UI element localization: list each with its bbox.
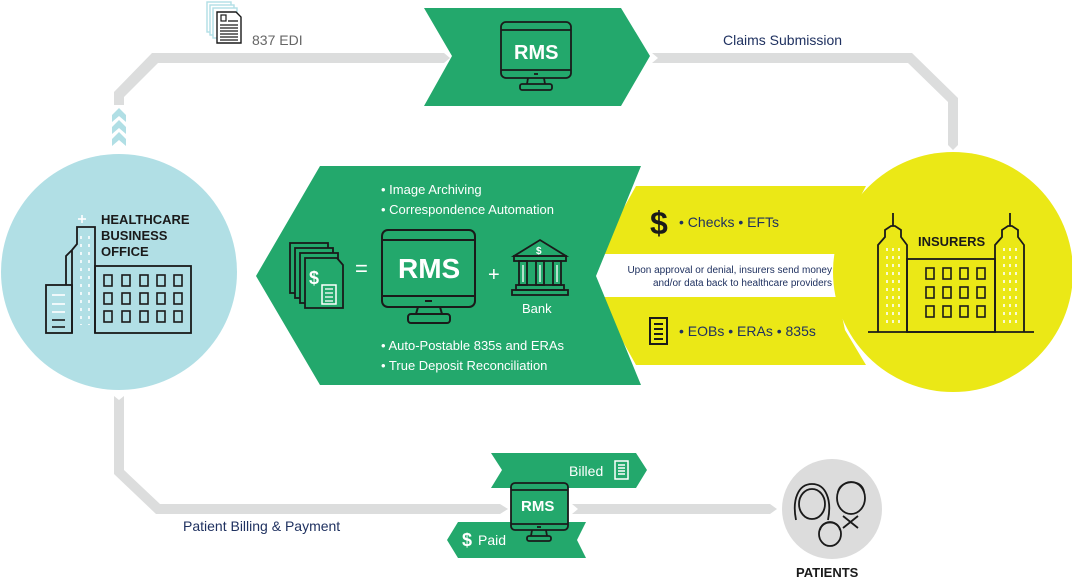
- healthcare-label: HEALTHCARE BUSINESS OFFICE: [101, 212, 190, 260]
- billing-hub: [447, 453, 647, 558]
- family-icon: [793, 481, 866, 547]
- paid-arrow[interactable]: [447, 522, 586, 558]
- billed-label[interactable]: Billed: [569, 463, 604, 479]
- insurers-label: INSURERS: [918, 234, 986, 249]
- flow-paths: [114, 53, 958, 514]
- paid-dollar-icon: $: [462, 530, 473, 550]
- return-note-line: Upon approval or denial, insurers send m…: [627, 265, 832, 276]
- monitor-icon: [500, 21, 572, 91]
- bank-dollar: $: [536, 246, 542, 257]
- bullet-auto-postable: • Auto-Postable 835s and ERAs: [381, 338, 565, 353]
- windows: [103, 274, 183, 323]
- money-band-text: • Checks • EFTs: [679, 214, 780, 230]
- billed-document-icon: [614, 460, 629, 480]
- healthcare-label-line: OFFICE: [101, 244, 149, 259]
- chevron-up-icon: [112, 132, 126, 146]
- doc-dollar: $: [309, 268, 319, 288]
- document-icon: [649, 317, 668, 345]
- center-rms-chevron: $ $: [256, 166, 641, 385]
- dollar-icon: $: [650, 205, 668, 241]
- hospital-building-icon: [45, 215, 192, 334]
- patients-node[interactable]: [782, 459, 882, 559]
- data-band-text: • EOBs • ERAs • 835s: [679, 323, 816, 339]
- insurers-node[interactable]: [833, 152, 1072, 392]
- insurer-building-icon: [868, 213, 1034, 333]
- monitor-icon: [510, 482, 569, 542]
- healthcare-label-line: HEALTHCARE: [101, 212, 190, 227]
- path-top-right: [652, 53, 958, 150]
- return-bands: $: [598, 186, 866, 365]
- path-top-mid-arrow-left: [430, 53, 450, 63]
- chevron-up-icon: [112, 108, 126, 122]
- return-note-line: and/or data back to healthcare providers: [653, 278, 832, 289]
- bullet-correspondence-automation: • Correspondence Automation: [381, 202, 554, 217]
- center-rms-label: RMS: [398, 253, 461, 284]
- healthcare-node[interactable]: [1, 154, 237, 390]
- bullet-deposit-reconciliation: • True Deposit Reconciliation: [381, 358, 548, 373]
- edi-documents-icon: [206, 1, 242, 44]
- up-chevrons: [112, 108, 126, 146]
- claims-submission-label: Claims Submission: [723, 32, 843, 48]
- path-bottom-left: [114, 396, 508, 514]
- billing-rms-label: RMS: [521, 498, 555, 515]
- bank-icon: [510, 238, 570, 296]
- bullet-image-archiving: • Image Archiving: [381, 182, 482, 197]
- money-band: [598, 186, 866, 254]
- billed-arrow[interactable]: [491, 453, 647, 488]
- top-rms-chevron: [424, 8, 650, 106]
- top-rms-label: RMS: [514, 42, 559, 64]
- plus-sign: +: [488, 264, 500, 286]
- patients-label: PATIENTS: [796, 565, 859, 580]
- edi-label: 837 EDI: [252, 32, 303, 48]
- return-note: Upon approval or denial, insurers send m…: [598, 264, 832, 290]
- path-top-left: [114, 53, 430, 105]
- chevron-up-icon: [112, 120, 126, 134]
- path-bottom-right: [572, 504, 777, 514]
- payment-documents-icon: [289, 242, 344, 309]
- center-bottom-bullets: • Auto-Postable 835s and ERAs • True Dep…: [381, 336, 564, 376]
- center-top-bullets: • Image Archiving • Correspondence Autom…: [381, 180, 554, 220]
- data-band: [598, 297, 866, 365]
- healthcare-label-line: BUSINESS: [101, 228, 168, 243]
- equals-sign: =: [355, 256, 368, 281]
- patient-billing-label: Patient Billing & Payment: [183, 518, 341, 534]
- bank-label: Bank: [522, 301, 552, 316]
- paid-label[interactable]: Paid: [478, 532, 507, 548]
- monitor-icon: [381, 229, 476, 324]
